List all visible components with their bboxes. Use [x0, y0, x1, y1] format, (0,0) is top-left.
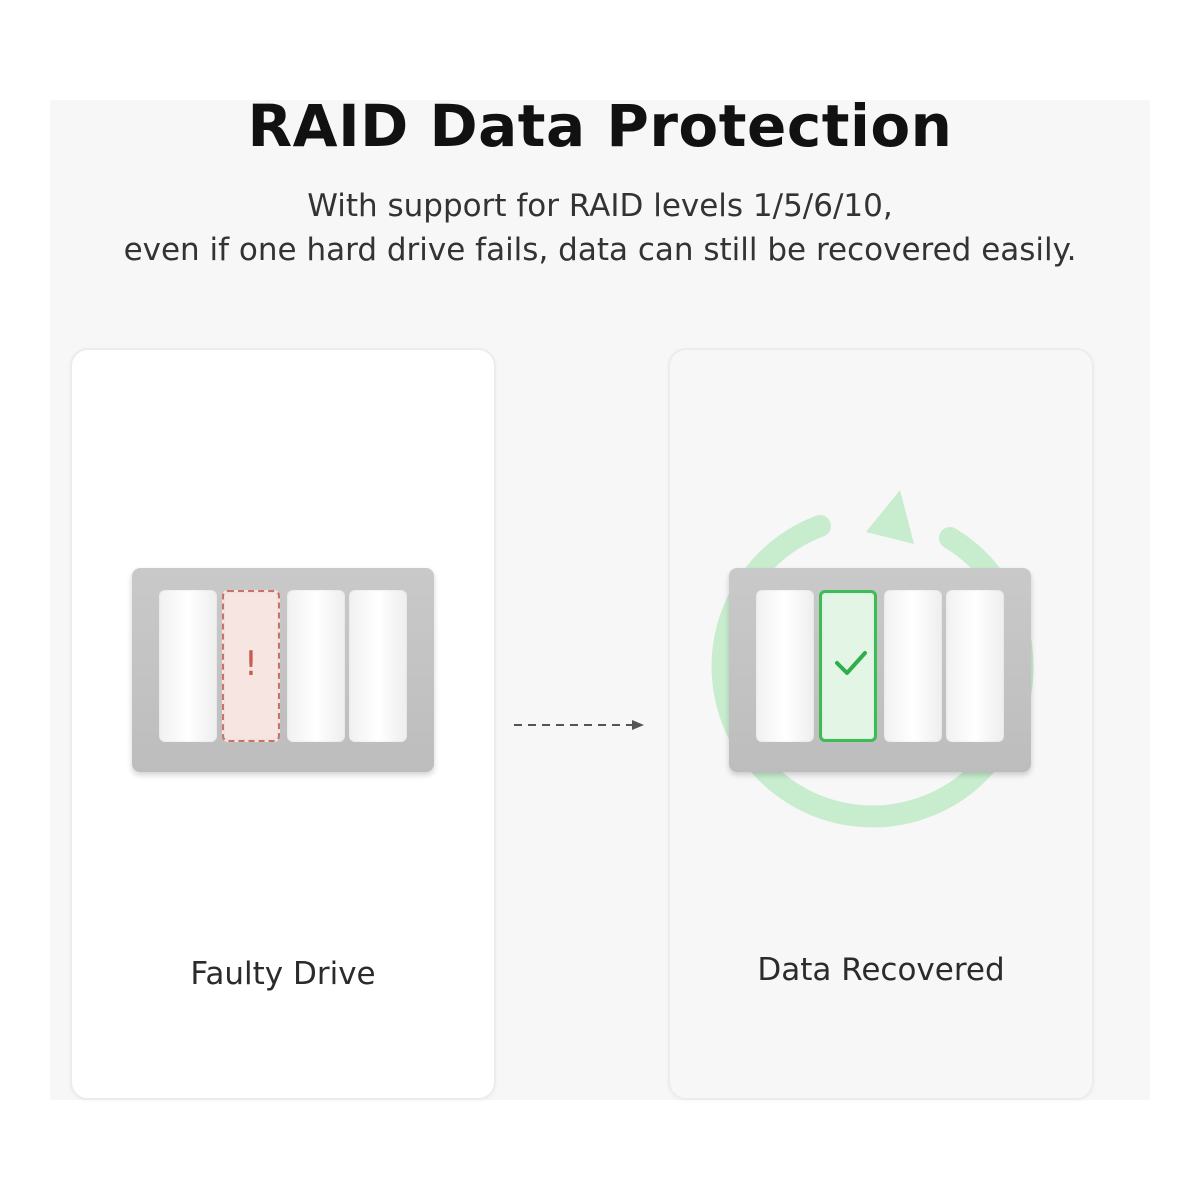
check-icon — [835, 651, 867, 675]
subtitle-line-2: even if one hard drive fails, data can s… — [123, 232, 1077, 268]
faulty-drive-card: ! Faulty Drive — [70, 348, 496, 1100]
recovered-drive-bay — [819, 590, 877, 742]
drive-bay — [287, 590, 345, 742]
exclamation-icon: ! — [244, 644, 258, 684]
drive-bay — [756, 590, 814, 742]
drive-bay — [349, 590, 407, 742]
drive-enclosure — [729, 568, 1031, 772]
drive-bay — [946, 590, 1004, 742]
card-label: Data Recovered — [757, 952, 1005, 988]
faulty-drive-bay: ! — [222, 590, 280, 742]
card-label: Faulty Drive — [190, 956, 376, 992]
page-title: RAID Data Protection — [247, 92, 953, 160]
drive-bay — [884, 590, 942, 742]
subtitle-line-1: With support for RAID levels 1/5/6/10, — [307, 188, 893, 224]
dashed-arrow-icon — [514, 720, 644, 730]
data-recovered-card: Data Recovered — [668, 348, 1094, 1100]
drive-enclosure: ! — [132, 568, 434, 772]
drive-bay — [159, 590, 217, 742]
